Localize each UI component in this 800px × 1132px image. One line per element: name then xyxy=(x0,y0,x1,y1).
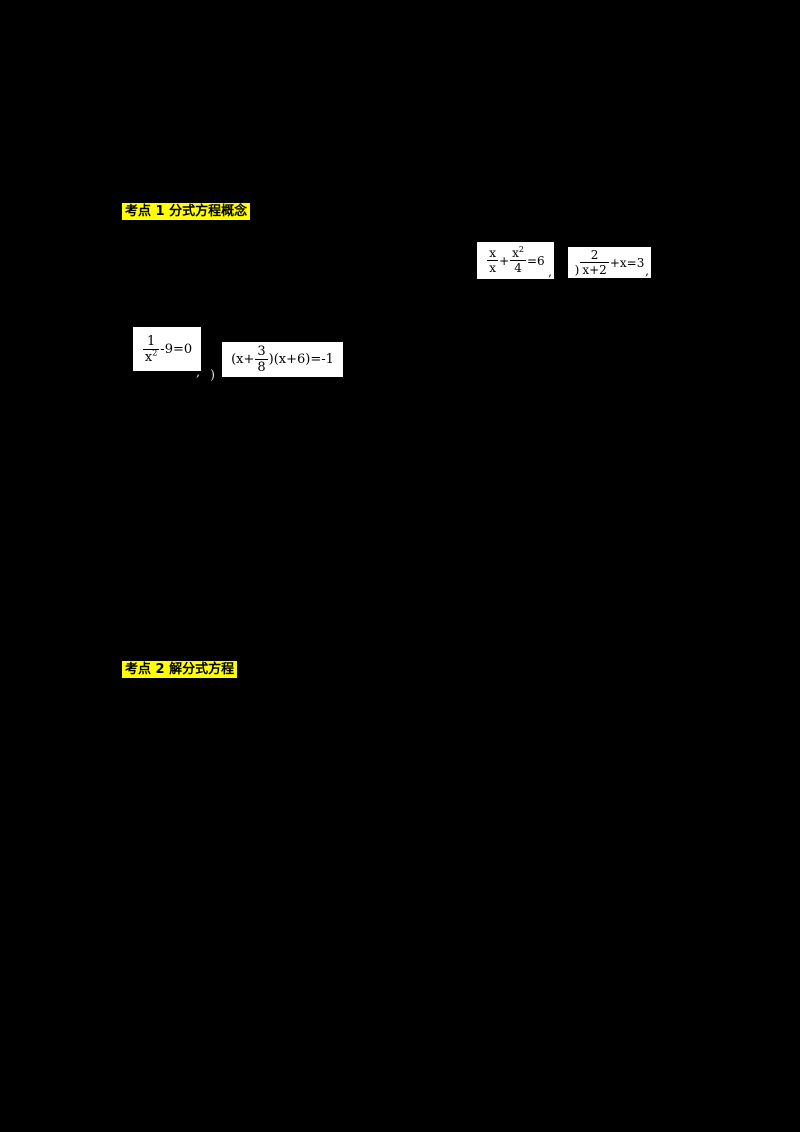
fraction-numerator: 3 xyxy=(255,344,268,360)
fraction-numerator: x2 xyxy=(510,245,526,261)
fraction-denominator: 8 xyxy=(257,360,266,375)
equation-tail: +x=3 xyxy=(609,255,645,270)
fraction: 2 x+2 xyxy=(580,249,609,277)
equation-lead: (x+ xyxy=(231,352,255,367)
section-heading-2: 考点 2 解分式方程 xyxy=(122,661,238,678)
equation-image-4: (x+ 3 8 )(x+6)=-1 xyxy=(222,342,343,377)
equation-tail: )(x+6)=-1 xyxy=(268,352,334,367)
fraction-numerator: 2 xyxy=(580,249,609,263)
variable: x xyxy=(144,349,153,365)
close-paren: ) xyxy=(210,368,216,383)
comma: , xyxy=(548,265,552,279)
fraction-denominator: 4 xyxy=(514,261,522,275)
comma: , xyxy=(196,365,201,380)
equation-image-1: x x + x2 4 =6 , xyxy=(477,242,554,279)
section-heading-1: 考点 1 分式方程概念 xyxy=(122,203,251,220)
exponent: 2 xyxy=(518,245,524,254)
fraction: x x xyxy=(487,246,499,275)
equals-value: =6 xyxy=(527,253,545,268)
exponent: 2 xyxy=(152,348,158,358)
comma: , xyxy=(645,264,649,278)
fraction-denominator: x xyxy=(489,261,497,275)
variable: x xyxy=(512,246,519,260)
fraction-denominator: x+2 xyxy=(582,263,607,277)
fraction-numerator: x xyxy=(487,246,499,261)
equation-tail: -9=0 xyxy=(160,341,193,357)
plus-operator: + xyxy=(499,253,510,268)
close-paren: ) xyxy=(574,263,580,277)
fraction-numerator: 1 xyxy=(142,335,160,350)
fraction: 3 8 xyxy=(255,344,268,375)
equation-image-3: 1 x2 -9=0 xyxy=(133,327,201,371)
fraction: x2 4 xyxy=(510,245,526,275)
fraction: 1 x2 xyxy=(142,335,160,365)
fraction-denominator: x2 xyxy=(143,348,159,365)
equation-image-2: ) 2 x+2 +x=3 , xyxy=(568,247,651,278)
